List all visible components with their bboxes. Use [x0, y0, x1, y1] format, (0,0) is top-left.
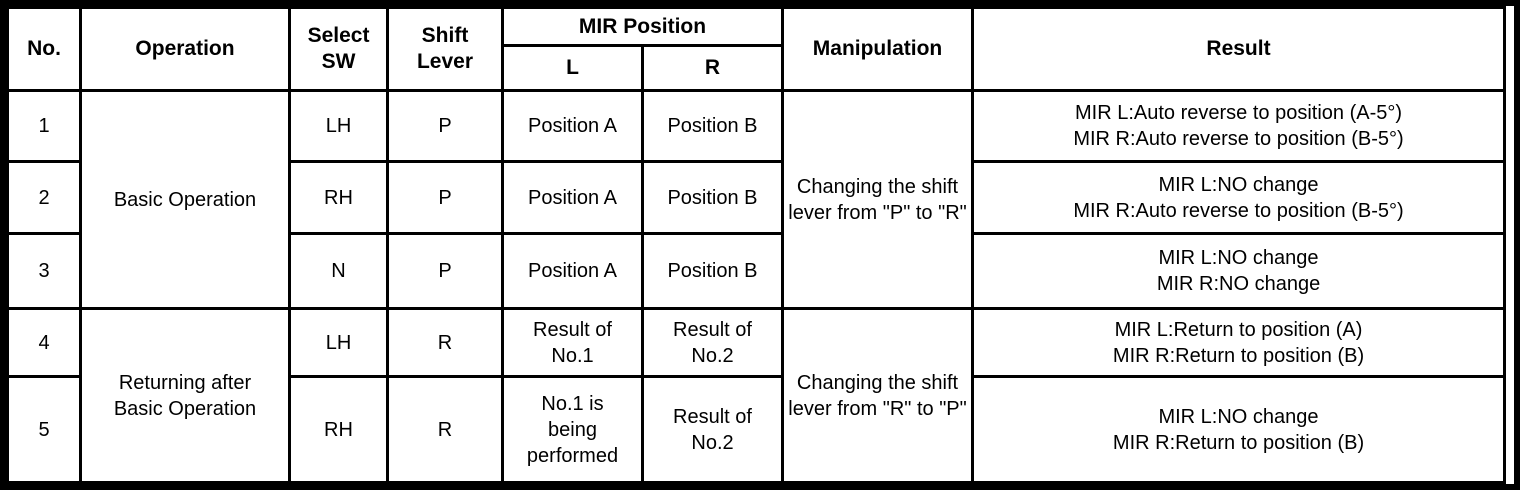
- column-header-no: No.: [6, 6, 82, 92]
- cell-mir-l: Position A: [501, 231, 644, 311]
- table-row: 3 N P Position A Position B MIR L:NO cha…: [6, 231, 1506, 311]
- cell-no: 4: [6, 307, 82, 379]
- column-header-mir-l: L: [501, 44, 644, 92]
- cell-mir-r: Position B: [640, 231, 785, 311]
- cell-result: MIR L:NO change MIR R:Auto reverse to po…: [971, 160, 1506, 235]
- cell-select-sw: RH: [288, 375, 389, 484]
- column-header-select-sw: Select SW: [288, 6, 389, 92]
- cell-operation-basic: Basic Operation: [79, 88, 291, 311]
- column-header-mir-position: MIR Position: [500, 5, 785, 48]
- cell-no: 2: [6, 160, 82, 235]
- cell-manipulation-returning: Changing the shift lever from "R" to "P": [781, 307, 975, 484]
- cell-result: MIR L:Return to position (A) MIR R:Retur…: [971, 307, 1506, 379]
- cell-shift-lever: P: [386, 231, 504, 311]
- column-header-shift-lever: Shift Lever: [386, 6, 504, 92]
- cell-no: 3: [6, 231, 82, 311]
- cell-mir-r: Position B: [640, 88, 785, 164]
- cell-mir-l: Position A: [501, 88, 644, 164]
- cell-select-sw: RH: [288, 160, 389, 235]
- cell-result: MIR L:NO change MIR R:Return to position…: [971, 375, 1506, 484]
- column-header-operation: Operation: [79, 6, 291, 92]
- cell-shift-lever: P: [386, 160, 504, 235]
- column-header-mir-r: R: [640, 44, 785, 92]
- cell-select-sw: LH: [288, 307, 389, 379]
- table-row: 1 Basic Operation LH P Position A Positi…: [6, 88, 1506, 311]
- cell-select-sw: N: [288, 231, 389, 311]
- cell-select-sw: LH: [288, 88, 389, 164]
- column-header-manipulation: Manipulation: [781, 6, 975, 92]
- cell-mir-r: Result of No.2: [640, 307, 785, 379]
- table-row: 5 RH R No.1 is being performed Result of…: [6, 375, 1506, 484]
- cell-operation-returning: Returning after Basic Operation: [79, 307, 291, 484]
- cell-mir-l: Result of No.1: [501, 307, 644, 379]
- mir-operation-table: No. Operation Select SW Shift Lever MIR …: [6, 5, 1506, 484]
- cell-shift-lever: R: [386, 375, 504, 484]
- table-row: 2 RH P Position A Position B MIR L:NO ch…: [6, 160, 1506, 235]
- cell-no: 5: [6, 375, 82, 484]
- table-row: 4 Returning after Basic Operation LH R R…: [6, 307, 1506, 484]
- cell-no: 1: [6, 88, 82, 164]
- cell-mir-r: Position B: [640, 160, 785, 235]
- cell-result: MIR L:NO change MIR R:NO change: [971, 231, 1506, 311]
- cell-mir-l: Position A: [501, 160, 644, 235]
- cell-shift-lever: R: [386, 307, 504, 379]
- cell-result: MIR L:Auto reverse to position (A-5°) MI…: [971, 88, 1506, 164]
- cell-mir-l: No.1 is being performed: [501, 375, 644, 484]
- cell-manipulation-basic: Changing the shift lever from "P" to "R": [781, 88, 975, 311]
- cell-shift-lever: P: [386, 88, 504, 164]
- column-header-result: Result: [971, 6, 1506, 92]
- cell-mir-r: Result of No.2: [640, 375, 785, 484]
